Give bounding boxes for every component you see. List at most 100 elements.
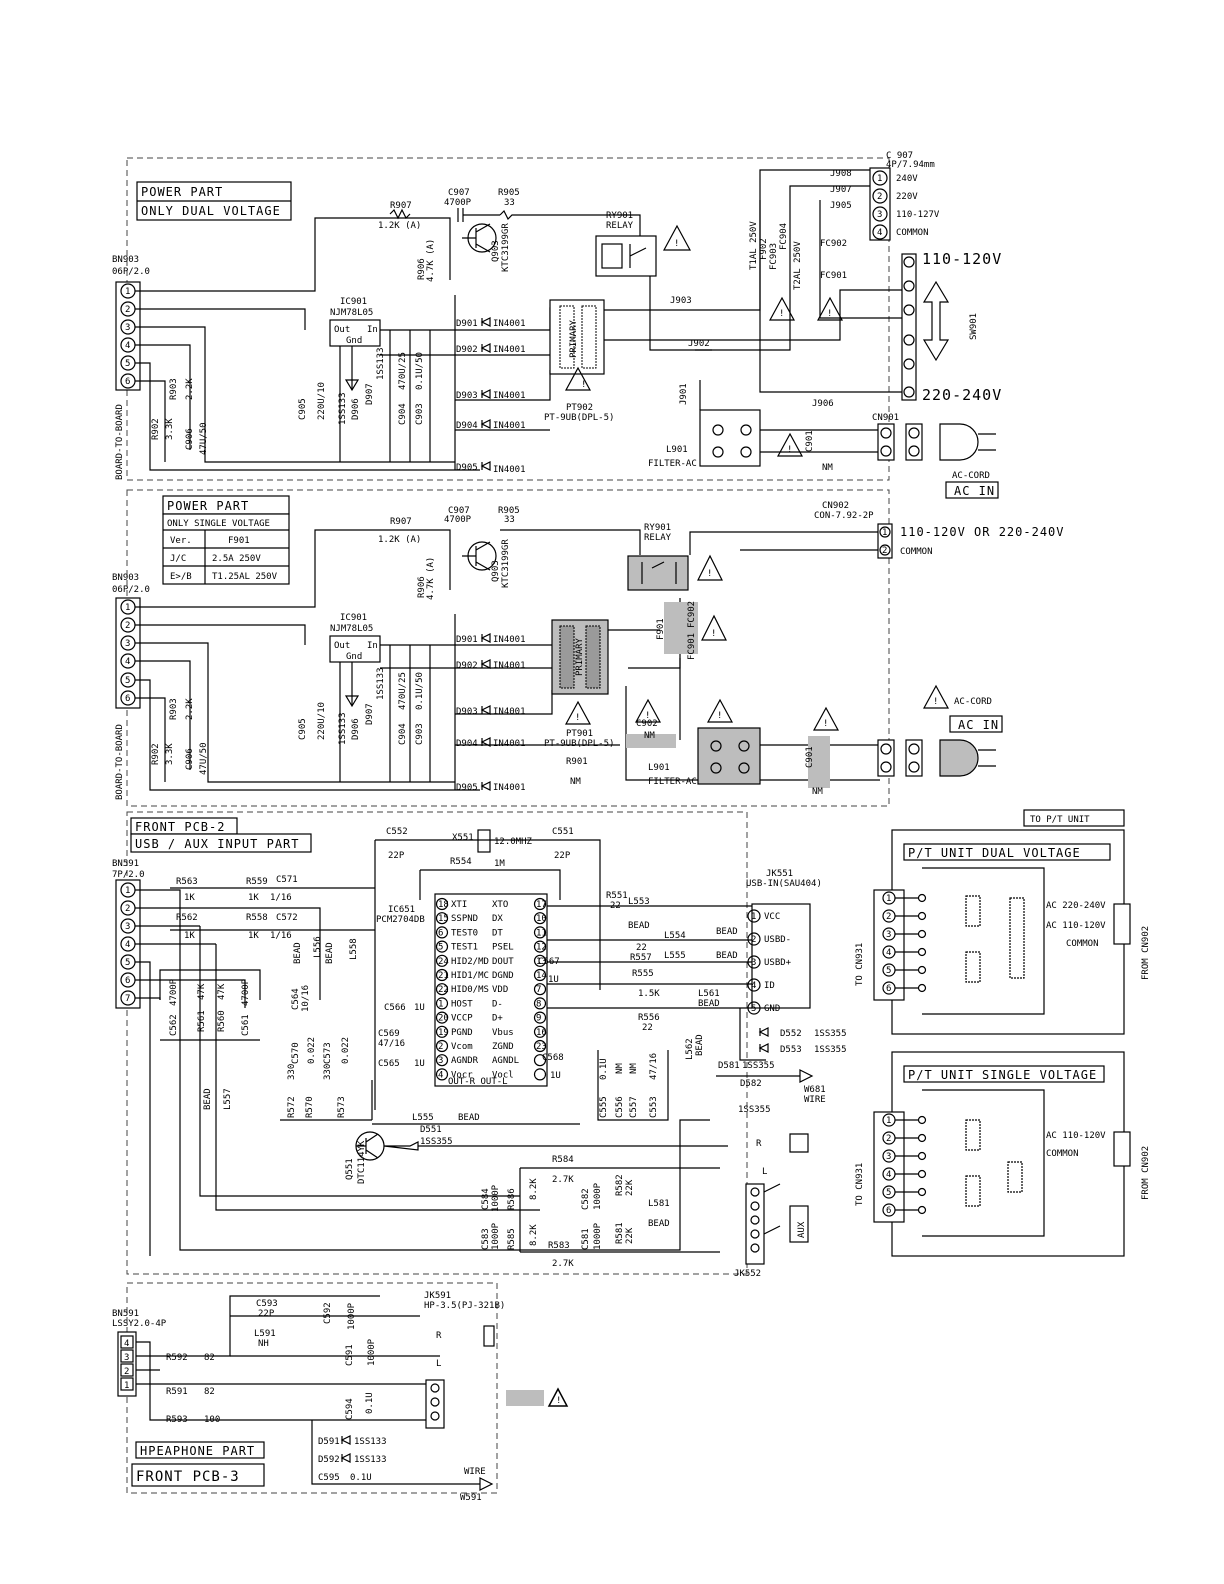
svg-text:2: 2	[125, 621, 130, 631]
svg-text:CON-7.92-2P: CON-7.92-2P	[814, 511, 874, 521]
svg-text:C551: C551	[552, 827, 574, 837]
svg-text:Vocr: Vocr	[451, 1070, 473, 1080]
svg-text:3.3K: 3.3K	[165, 418, 175, 440]
q903-transistor: Q903 KTC3199GR	[462, 223, 511, 272]
svg-text:4700P: 4700P	[444, 515, 472, 525]
svg-text:NM: NM	[822, 463, 833, 473]
svg-text:3: 3	[125, 922, 130, 932]
svg-text:HID1/MC: HID1/MC	[451, 971, 489, 981]
pt-unit-pin: 6	[882, 1203, 927, 1217]
svg-text:Vbus: Vbus	[492, 1028, 514, 1038]
sw901-voltage-selector: 110-120V 220-240V SW901	[901, 250, 1002, 404]
svg-text:RELAY: RELAY	[606, 221, 634, 231]
bn903-spec: 06P/2.0	[112, 267, 150, 277]
svg-text:P/T UNIT SINGLE VOLTAGE: P/T UNIT SINGLE VOLTAGE	[908, 1068, 1097, 1082]
svg-text:C582: C582	[581, 1188, 591, 1210]
svg-text:IN4001: IN4001	[493, 635, 526, 645]
svg-text:D552: D552	[780, 1029, 802, 1039]
svg-text:L557: L557	[223, 1088, 233, 1110]
svg-text:FROM CN902: FROM CN902	[1141, 1146, 1151, 1200]
svg-text:2: 2	[751, 935, 756, 945]
ic651-pin-left: 3 AGNDR	[435, 1054, 479, 1067]
svg-text:!: !	[575, 713, 580, 723]
svg-text:CN902: CN902	[822, 501, 849, 511]
svg-text:C905: C905	[298, 398, 308, 420]
svg-text:W591: W591	[460, 1493, 482, 1503]
svg-text:JK552: JK552	[734, 1269, 761, 1279]
svg-text:C903: C903	[415, 723, 425, 745]
svg-text:D906: D906	[351, 398, 361, 420]
svg-text:Gnd: Gnd	[346, 336, 362, 346]
svg-text:L561: L561	[698, 989, 720, 999]
r906-value: 4.7K (A)	[426, 239, 436, 282]
svg-text:C594: C594	[345, 1398, 355, 1420]
svg-text:4700P: 4700P	[241, 978, 251, 1006]
svg-text:R581: R581	[615, 1222, 625, 1244]
svg-text:FC902: FC902	[820, 239, 847, 249]
svg-text:R583: R583	[548, 1241, 570, 1251]
svg-text:6: 6	[125, 694, 130, 704]
svg-text:R592: R592	[166, 1353, 188, 1363]
svg-text:IN4001: IN4001	[493, 707, 526, 717]
c907-value: 4700P	[444, 198, 472, 208]
rectifier-diodes-dual: D901 IN4001 D902 IN4001 D903 IN4001 D904…	[456, 317, 526, 475]
svg-text:D901: D901	[456, 635, 478, 645]
pt-unit-dual: TO P/T UNIT P/T UNIT DUAL VOLTAGE 123456…	[855, 809, 1151, 1035]
svg-text:Gnd: Gnd	[346, 652, 362, 662]
svg-text:BEAD: BEAD	[648, 1219, 670, 1229]
svg-text:2: 2	[438, 1042, 443, 1052]
c907-connector: C 907 4P/7.94mm 1 2 3 4 240V 220V 110-12…	[869, 151, 940, 241]
svg-text:COMMON: COMMON	[896, 228, 929, 238]
svg-text:L556: L556	[313, 936, 323, 958]
svg-text:5: 5	[125, 676, 130, 686]
svg-text:JK591: JK591	[424, 1291, 451, 1301]
svg-text:4: 4	[438, 1070, 443, 1080]
svg-text:7P/2.0: 7P/2.0	[112, 870, 145, 880]
svg-text:DOUT: DOUT	[492, 957, 514, 967]
svg-text:BEAD: BEAD	[458, 1113, 480, 1123]
svg-text:4: 4	[886, 948, 891, 958]
svg-text:IN4001: IN4001	[493, 739, 526, 749]
svg-text:9: 9	[536, 1014, 541, 1024]
svg-text:KTC3199GR: KTC3199GR	[501, 223, 511, 272]
svg-text:D-: D-	[492, 999, 503, 1009]
svg-text:AC 110-120V: AC 110-120V	[1046, 921, 1106, 931]
svg-text:L591: L591	[254, 1329, 276, 1339]
svg-text:16: 16	[536, 1028, 547, 1038]
svg-text:C907: C907	[448, 506, 470, 516]
svg-text:C904: C904	[398, 403, 408, 425]
svg-text:BEAD: BEAD	[628, 921, 650, 931]
svg-text:1SS133: 1SS133	[376, 347, 386, 380]
single-voltage-power-part: POWER PART ONLY SINGLE VOLTAGE Ver. F901…	[112, 495, 1064, 800]
svg-text:!: !	[674, 239, 679, 249]
svg-text:AC IN: AC IN	[954, 484, 995, 498]
usb-aux-border	[126, 811, 748, 1275]
svg-text:220-240V: 220-240V	[922, 386, 1002, 404]
svg-text:L901: L901	[648, 763, 670, 773]
svg-text:AGNDR: AGNDR	[451, 1056, 479, 1066]
svg-text:C555: C555	[599, 1096, 609, 1118]
svg-text:3: 3	[438, 1056, 443, 1066]
svg-text:R902: R902	[151, 418, 161, 440]
svg-text:BEAD: BEAD	[716, 927, 738, 937]
svg-text:!: !	[711, 629, 716, 639]
svg-text:4P/7.94mm: 4P/7.94mm	[886, 160, 935, 170]
svg-text:4: 4	[886, 1170, 891, 1180]
svg-text:220U/10: 220U/10	[317, 702, 327, 740]
svg-text:2.7K: 2.7K	[552, 1259, 574, 1269]
svg-text:KTC3199GR: KTC3199GR	[501, 539, 511, 588]
svg-text:AUX: AUX	[797, 1221, 807, 1238]
svg-text:!: !	[581, 380, 586, 390]
svg-text:240V: 240V	[896, 174, 918, 184]
svg-text:R903: R903	[169, 698, 179, 720]
svg-text:1000P: 1000P	[347, 1302, 357, 1330]
svg-text:FC902: FC902	[687, 601, 697, 628]
svg-text:D901: D901	[456, 319, 478, 329]
svg-text:3: 3	[125, 639, 130, 649]
